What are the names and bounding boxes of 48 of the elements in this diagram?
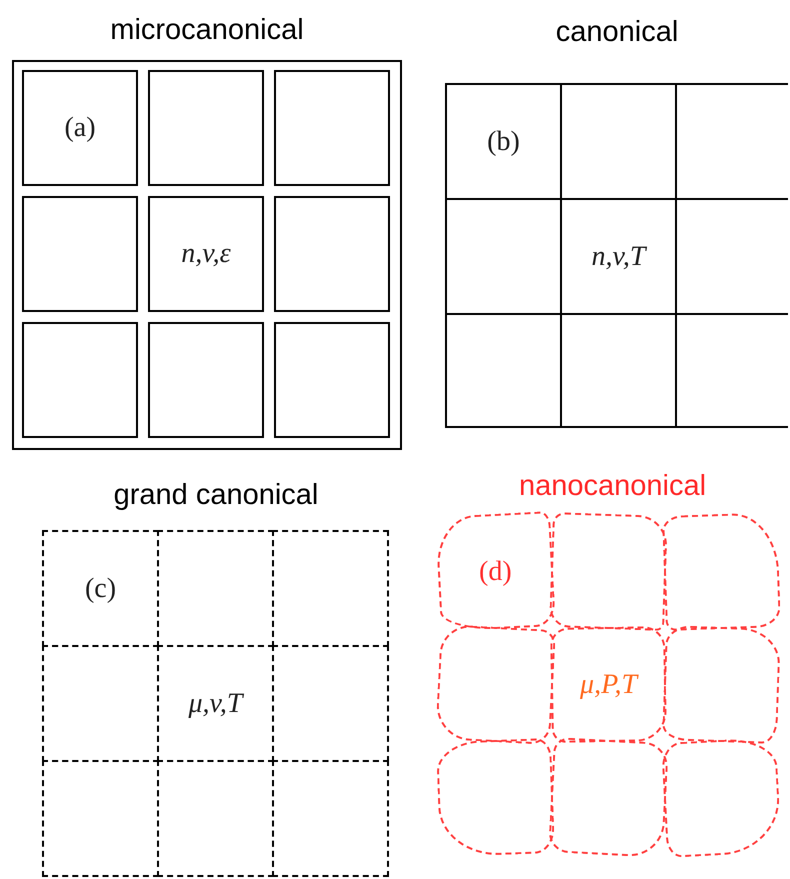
- panel-letter: (b): [487, 126, 520, 158]
- grid-cell: [274, 322, 390, 438]
- grid-cell: [560, 198, 675, 313]
- grid-cell: [272, 645, 389, 762]
- grid-cell: [157, 760, 274, 877]
- variables-label: μ,P,T: [580, 668, 638, 700]
- variables-label: n,v,ε: [181, 238, 231, 270]
- grid-cell: [157, 645, 274, 762]
- grid-cell: [675, 313, 788, 428]
- grid-cell: [662, 625, 781, 744]
- grid-cell: [274, 70, 390, 186]
- grid-cell: [22, 196, 138, 312]
- panel-letter: (d): [479, 556, 512, 588]
- grid-cell: [662, 512, 781, 631]
- grid-cell: [445, 198, 560, 313]
- grid-cell: [42, 760, 159, 877]
- grid-cell: [445, 83, 560, 198]
- grid-cell: [550, 626, 667, 743]
- grid-cell: [157, 530, 274, 647]
- panel-letter: (a): [64, 112, 96, 144]
- grid-cell: [148, 70, 264, 186]
- grid-cell: [148, 322, 264, 438]
- variables-label: n,v,T: [592, 240, 646, 272]
- grid-cell: [22, 70, 138, 186]
- variables-label: μ,v,T: [188, 688, 242, 720]
- grid-cell: [436, 738, 555, 857]
- grid-cell: [22, 322, 138, 438]
- grid-cell: [42, 530, 159, 647]
- grid-cell: [548, 737, 669, 858]
- grid-cell: [445, 313, 560, 428]
- grid-cell: [549, 512, 668, 631]
- ensemble-title: grand canonical: [112, 479, 320, 512]
- ensemble-title: nanocanonical: [518, 470, 708, 503]
- ensemble-title: microcanonical: [109, 14, 305, 47]
- grid-cell: [560, 83, 675, 198]
- grid-cell: [42, 645, 159, 762]
- grid-cell: [675, 83, 788, 198]
- grid-cell: [435, 624, 556, 745]
- grid-cell: [675, 198, 788, 313]
- grid-cell: [272, 530, 389, 647]
- grid-cell: [661, 737, 782, 858]
- grid-cell: [148, 196, 264, 312]
- panel-letter: (c): [84, 572, 116, 604]
- grid-cell: [435, 511, 556, 632]
- grid-cell: [272, 760, 389, 877]
- grid-cell: [274, 196, 390, 312]
- ensemble-title: canonical: [554, 16, 680, 49]
- grid-cell: [560, 313, 675, 428]
